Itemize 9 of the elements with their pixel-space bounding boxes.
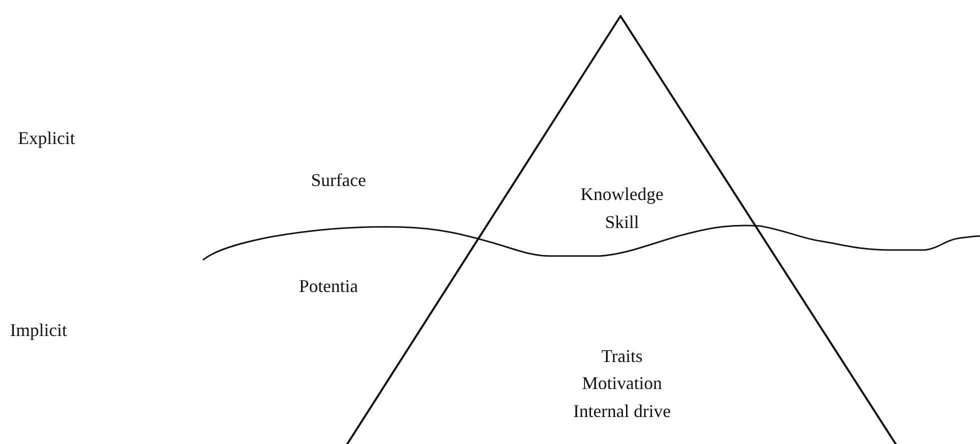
competency-text: Traits [601,345,643,367]
zone-label: Potentia [299,275,358,297]
level-label: Implicit [10,319,67,341]
competency-text: Motivation [582,372,662,394]
competency-text: Internal drive [573,400,671,422]
competency-text: Knowledge [580,183,664,205]
level-label: Explicit [18,127,75,149]
zone-label: Surface [311,169,366,191]
competency-text: Skill [605,211,639,233]
